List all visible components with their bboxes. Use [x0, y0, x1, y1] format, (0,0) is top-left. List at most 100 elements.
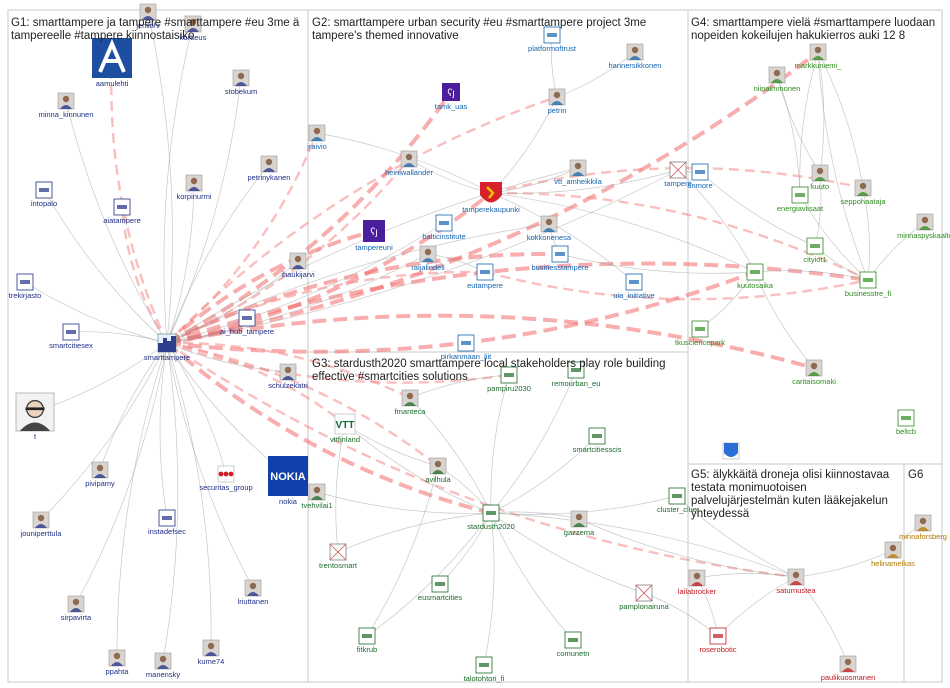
node-tampere[interactable]: tampere [664, 161, 692, 188]
node-anmore[interactable]: anmore [687, 163, 713, 190]
node-trekirjasto[interactable]: trekirjasto [9, 273, 42, 300]
node-label: smartcitiesscis [573, 445, 622, 454]
node-avilhula[interactable]: avilhula [425, 457, 452, 484]
node-tkusciencepark[interactable]: tkusciencepark [675, 320, 725, 347]
node-niinaimmonen[interactable]: niinaimmonen [754, 66, 801, 93]
node-kuuto[interactable]: kuuto [811, 164, 829, 191]
node-tvehvilai1[interactable]: tvehvilai1 [301, 483, 333, 510]
node-saturnustea[interactable]: saturnustea [776, 568, 816, 595]
node-turku_fi[interactable] [722, 442, 740, 460]
node-cluster_clue[interactable]: cluster_clue [657, 487, 697, 514]
node-seppohaataja[interactable]: seppohaataja [840, 179, 886, 206]
node-businesstre_fi[interactable]: businesstre_fi [845, 271, 892, 298]
node-stardusth2020[interactable]: stardusth2020 [467, 504, 515, 531]
group-title-line: nopeiden kokeilujen hakukierros auki 12 … [691, 30, 905, 42]
node-roserobotic[interactable]: roserobotic [699, 627, 737, 654]
node-helinamelkas[interactable]: helinamelkas [871, 541, 915, 568]
node-vtt_amheikkila[interactable]: vtt_amheikkila [554, 159, 603, 186]
node-petrinykanen[interactable]: petrinykanen [248, 155, 291, 182]
node-talotohtori_fi[interactable]: talotohtori_fi [464, 656, 505, 683]
node-tamperekaupunki[interactable]: tamperekaupunki [462, 182, 520, 214]
node-pirkanmaan_liit[interactable]: pirkanmaan_liit [441, 334, 492, 361]
node-fmanteca[interactable]: fmanteca [395, 389, 427, 416]
node-smarttampere[interactable]: smarttampere [144, 333, 190, 362]
node-kuutosaika[interactable]: kuutosaika [737, 263, 774, 290]
node-gazzema[interactable]: gazzema [564, 510, 595, 537]
edge-businesstampere-kuutosaika [559, 253, 756, 274]
photo-avatar-icon [308, 483, 326, 501]
node-platformoftrust[interactable]: platformoftrust [528, 26, 577, 53]
node-jraivio[interactable]: jraivio [306, 124, 327, 151]
node-stobekum[interactable]: stobekum [225, 69, 258, 96]
node-ihaukijarvi[interactable]: ihaukijarvi [281, 252, 315, 279]
node-energiaviisaat[interactable]: energiaviisaat [777, 186, 824, 213]
node-sirpavirta[interactable]: sirpavirta [61, 595, 92, 622]
node-paulikuosmanen[interactable]: paulikuosmanen [821, 655, 876, 682]
node-kume74[interactable]: kume74 [198, 639, 225, 666]
node-ppahta[interactable]: ppahta [106, 649, 130, 676]
node-ai_hub_tampere[interactable]: ai_hub_tampere [220, 309, 274, 336]
node-aiatampere[interactable]: aiatampere [103, 198, 141, 225]
node-eusmartcities[interactable]: eusmartcities [418, 575, 462, 602]
node-label: tampere [664, 179, 692, 188]
edge-smarttampere-saturnustea [166, 342, 797, 579]
node-aamulehti[interactable]: aamulehti [92, 38, 132, 88]
node-minnaspyskaalto[interactable]: minnaspyskaalto [897, 213, 950, 240]
node-trentosmart[interactable]: trentosmart [319, 543, 358, 570]
node-label: minnaspyskaalto [897, 231, 950, 240]
node-minna_kinnunen[interactable]: minna_kinnunen [38, 92, 94, 119]
node-schulzekatri[interactable]: schulzekatri [268, 363, 308, 390]
logo-avatar-icon [897, 409, 915, 427]
node-label: smarttampere [144, 353, 190, 362]
node-markkuniemi_[interactable]: markkuniemi_ [795, 43, 843, 70]
node-cityiot1[interactable]: cityiot1 [803, 237, 827, 264]
edge-stardusth2020-trentosmart [337, 512, 492, 553]
node-manensky[interactable]: manensky [146, 652, 180, 679]
node-uia_initiative[interactable]: uia_initiative [613, 273, 655, 300]
node-lriuttanen[interactable]: lriuttanen [238, 579, 269, 606]
node-securitas_group[interactable]: securitas_group [199, 465, 253, 492]
node-instadefsec[interactable]: instadefsec [148, 509, 186, 536]
node-label: tampereuni [355, 243, 393, 252]
node-pamplonairuna[interactable]: pamplonairuna [619, 584, 670, 611]
node-intopalo[interactable]: intopalo [31, 181, 57, 208]
node-beltcb[interactable]: beltcb [896, 409, 916, 436]
node-kortteus[interactable]: kortteus [180, 15, 207, 42]
node-lailabrocker[interactable]: lailabrocker [678, 569, 717, 596]
node-label: stardusth2020 [467, 522, 515, 531]
node-label: lriuttanen [238, 597, 269, 606]
node-smartcitiesex[interactable]: smartcitiesex [49, 323, 93, 350]
node-caritaisomaki[interactable]: caritaisomaki [792, 359, 836, 386]
node-pivipamy[interactable]: pivipamy [85, 461, 115, 488]
edge-saturnustea-paulikuosmanen [795, 576, 849, 665]
node-label: kuuto [811, 182, 829, 191]
node-fitkrub[interactable]: fitkrub [357, 627, 377, 654]
node-kokkonenesa[interactable]: kokkonenesa [527, 215, 572, 242]
node-eutampere[interactable]: eutampere [467, 263, 503, 290]
node-smartcitiesscis[interactable]: smartcitiesscis [573, 427, 622, 454]
node-businesstampere[interactable]: businesstampere [531, 245, 589, 272]
node-petrin[interactable]: petrin [548, 88, 567, 115]
edge-markkuniemi_-energiaviisaat [799, 51, 819, 196]
broken-image-avatar-icon [329, 543, 347, 561]
node-heiniwallander[interactable]: heiniwallander [385, 150, 433, 177]
node-hannersikkonen[interactable]: hannersikkonen [609, 43, 662, 70]
node-raijalindell[interactable]: raijalindell [411, 245, 445, 272]
node-label: platformoftrust [528, 44, 577, 53]
node-pampiru2030[interactable]: pampiru2030 [487, 366, 531, 393]
node-remourban_eu[interactable]: remourban_eu [552, 361, 601, 388]
node-t[interactable]: t [15, 392, 55, 441]
edge-smarttampere-tampereuni [165, 229, 375, 345]
node-korpinurmi[interactable]: korpinurmi [176, 174, 212, 201]
node-jouniperttula[interactable]: jouniperttula [20, 511, 63, 538]
node-comunetn[interactable]: comunetn [557, 631, 590, 658]
edge-stardusth2020-remourban_eu [490, 369, 577, 514]
node-jenilohi[interactable]: jenilohi [135, 3, 160, 30]
photo-avatar-icon [429, 457, 447, 475]
node-balticinstitute[interactable]: balticinstitute [422, 214, 466, 241]
node-minnaforsberg[interactable]: minnaforsberg [899, 514, 947, 541]
